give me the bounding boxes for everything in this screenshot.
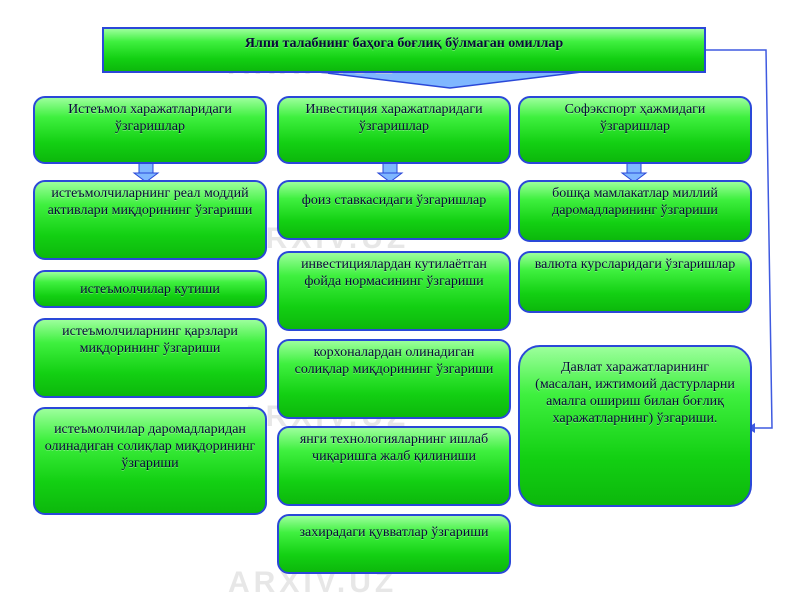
export-factor-exchange-rates: валюта курсларидаги ўзгаришлар — [518, 251, 752, 313]
consumption-factor-expectations: истеъмолчилар кутиши — [33, 270, 267, 308]
investment-factor-business-taxes: корхоналардан олинадиган солиқлар миқдор… — [277, 339, 511, 419]
consumption-factor-real-assets: истеъмолчиларнинг реал моддий активлари … — [33, 180, 267, 260]
column-header-net-export: Софэкспорт ҳажмидаги ўзгаришлар — [518, 96, 752, 164]
investment-factor-excess-capacity: захирадаги қувватлар ўзгариши — [277, 514, 511, 574]
investment-factor-expected-return: инвестициялардан кутилаётган фойда норма… — [277, 251, 511, 331]
diagram-title: Ялпи талабнинг баҳога боғлиқ бўлмаган ом… — [102, 27, 706, 73]
export-factor-foreign-income: бошқа мамлакатлар миллий даромадларининг… — [518, 180, 752, 242]
investment-factor-interest-rate: фоиз ставкасидаги ўзгаришлар — [277, 180, 511, 240]
government-spending-factor: Давлат харажатларининг (масалан, ижтимои… — [518, 345, 752, 507]
consumption-factor-income-taxes: истеъмолчилар даромадларидан олинадиган … — [33, 407, 267, 515]
consumption-factor-debts: истеъмолчиларнинг қарзлари миқдорининг ў… — [33, 318, 267, 398]
column-header-consumption: Истеъмол харажатларидаги ўзгаришлар — [33, 96, 267, 164]
investment-factor-new-technologies: янги технологияларнинг ишлаб чиқаришга ж… — [277, 426, 511, 506]
column-header-investment: Инвестиция харажатларидаги ўзгаришлар — [277, 96, 511, 164]
